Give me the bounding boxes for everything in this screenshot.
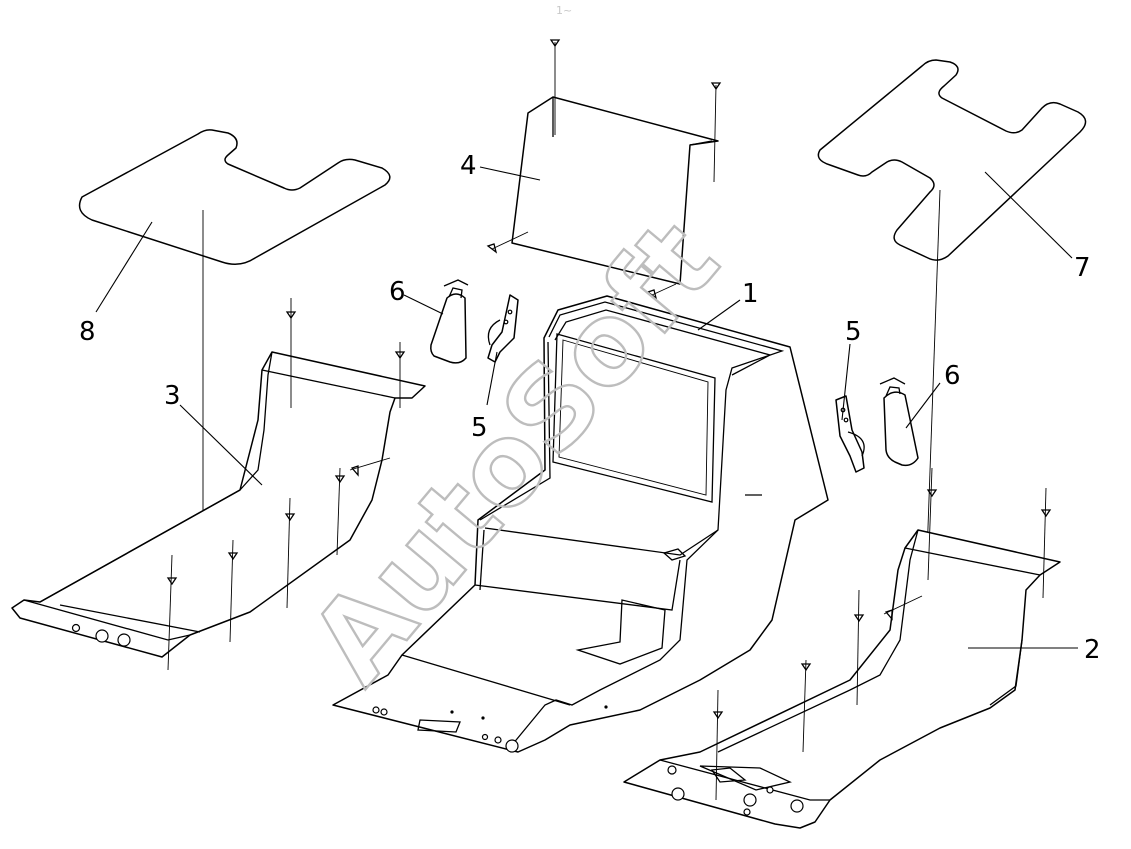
- screw-icon: [285, 311, 297, 320]
- rear-panel-screws: [486, 39, 722, 300]
- leader-lines: [95, 166, 1078, 649]
- right-panel-screws: [712, 467, 1052, 801]
- left-panel-screws: [166, 298, 406, 671]
- screw-icon: [549, 39, 561, 48]
- screw-icon: [227, 552, 239, 561]
- callout-7: 7: [1074, 253, 1091, 283]
- screw-icon: [712, 711, 724, 720]
- fire-extinguisher-right: [879, 377, 919, 467]
- screw-icon: [350, 465, 359, 477]
- callout-2: 2: [1084, 635, 1101, 665]
- fire-extinguisher-left: [430, 279, 469, 364]
- callout-3: 3: [164, 381, 181, 411]
- screw-icon: [394, 351, 406, 360]
- right-floor-mat: [817, 59, 1087, 261]
- left-floor-panel: [11, 351, 426, 658]
- callout-4: 4: [460, 151, 477, 181]
- screw-icon: [486, 243, 498, 254]
- screw-icon: [710, 82, 722, 91]
- screw-icon: [926, 489, 938, 498]
- callout-6-left: 6: [389, 277, 406, 307]
- screw-icon: [166, 577, 178, 586]
- top-fragment-text: 1~: [556, 4, 572, 17]
- callout-8: 8: [79, 317, 96, 347]
- screw-icon: [800, 663, 812, 672]
- right-floor-panel: [623, 529, 1061, 829]
- screw-icon: [334, 475, 346, 484]
- center-tunnel-floor: [332, 295, 829, 753]
- callout-5-left: 5: [471, 413, 488, 443]
- screw-icon: [853, 614, 865, 623]
- left-floor-mat: [78, 129, 391, 265]
- callout-labels: 4 1 2 3 7 8 6 6 5 5: [79, 151, 1101, 665]
- screw-icon: [646, 289, 658, 300]
- callout-1: 1: [742, 279, 759, 309]
- bracket-right: [835, 395, 865, 473]
- rear-panel: [511, 96, 719, 285]
- screw-icon: [884, 609, 893, 621]
- screw-icon: [284, 513, 296, 522]
- callout-5-right: 5: [845, 317, 862, 347]
- callout-6-right: 6: [944, 361, 961, 391]
- screw-icon: [1040, 509, 1052, 518]
